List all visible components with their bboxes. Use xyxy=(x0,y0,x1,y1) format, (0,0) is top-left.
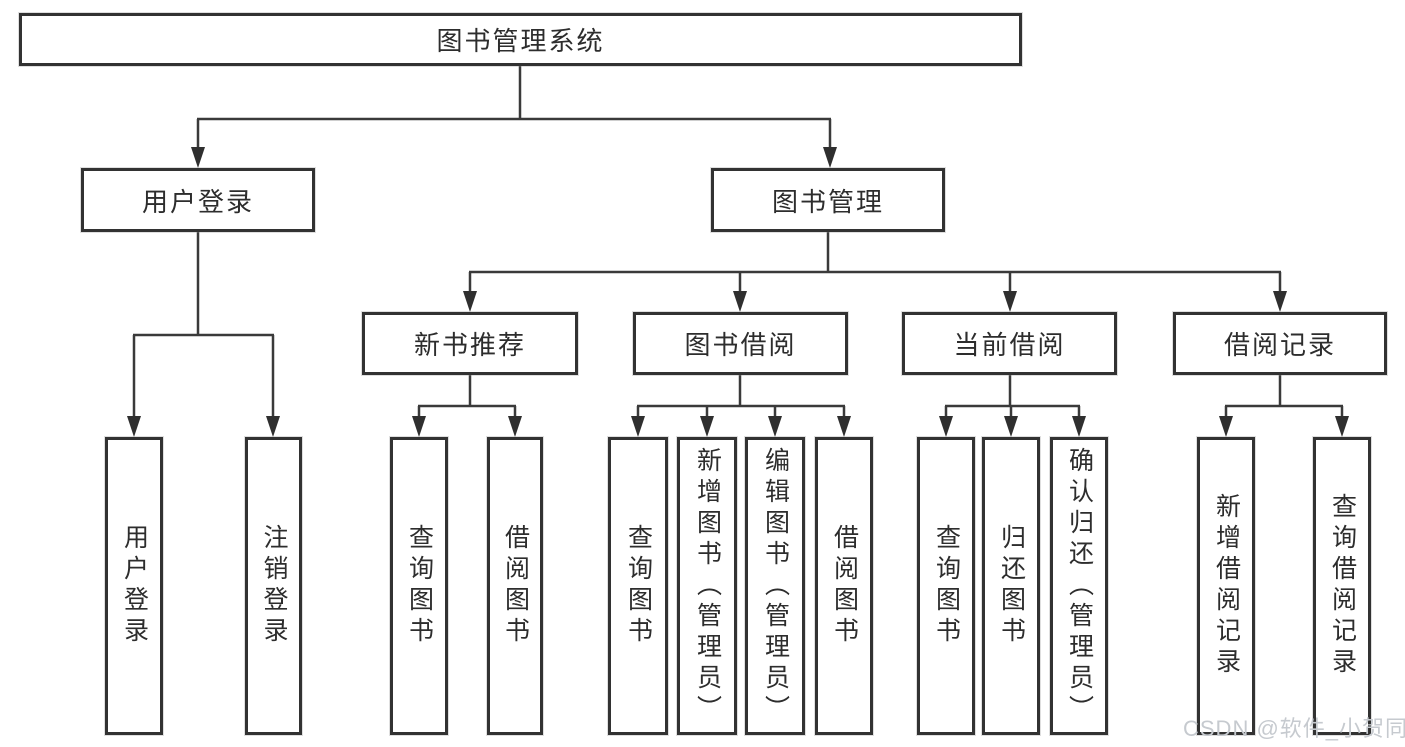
node-current-borrow-label: 当前借阅 xyxy=(953,330,1066,360)
node-book-borrow-label: 图书借阅 xyxy=(684,330,797,360)
leaf-edit-book-admin-label: 编辑图书（管理员） xyxy=(761,446,790,726)
leaf-add-book-admin-label: 新增图书（管理员） xyxy=(693,446,722,726)
node-book-management: 图书管理 xyxy=(711,168,945,232)
leaf-return-book-label: 归还图书 xyxy=(997,524,1026,648)
leaf-logout-label: 注销登录 xyxy=(260,524,288,648)
leaf-borrow-books-label: 借阅图书 xyxy=(830,524,859,648)
leaf-logout: 注销登录 xyxy=(245,437,302,735)
leaf-confirm-return-admin-label: 确认归还（管理员） xyxy=(1065,446,1094,726)
leaf-borrow-books-recommend: 借阅图书 xyxy=(487,437,543,735)
leaf-edit-book-admin: 编辑图书（管理员） xyxy=(745,437,805,735)
node-root-label: 图书管理系统 xyxy=(436,26,605,56)
leaf-query-borrow-record-label: 查询借阅记录 xyxy=(1328,493,1357,679)
leaf-confirm-return-admin: 确认归还（管理员） xyxy=(1050,437,1108,735)
connector-newbook-children xyxy=(412,375,522,437)
node-book-borrow: 图书借阅 xyxy=(633,312,848,375)
connector-current-children xyxy=(939,375,1086,437)
node-new-book-recommend-label: 新书推荐 xyxy=(413,330,526,360)
leaf-add-borrow-record: 新增借阅记录 xyxy=(1197,437,1255,735)
leaf-query-books-current: 查询图书 xyxy=(917,437,975,735)
node-user-login: 用户登录 xyxy=(81,168,315,232)
leaf-return-book: 归还图书 xyxy=(982,437,1040,735)
leaf-user-login: 用户登录 xyxy=(105,437,163,735)
leaf-add-book-admin: 新增图书（管理员） xyxy=(677,437,737,735)
leaf-borrow-books-recommend-label: 借阅图书 xyxy=(501,524,530,648)
leaf-query-books-recommend-label: 查询图书 xyxy=(405,524,434,648)
connector-root-to-level2 xyxy=(191,66,837,168)
csdn-watermark: CSDN @软件_小贺同学 xyxy=(1183,716,1405,741)
node-current-borrow: 当前借阅 xyxy=(902,312,1117,375)
leaf-query-books-borrow-label: 查询图书 xyxy=(624,524,653,648)
leaf-query-books-borrow: 查询图书 xyxy=(608,437,668,735)
node-borrow-records: 借阅记录 xyxy=(1173,312,1387,375)
leaf-query-borrow-record: 查询借阅记录 xyxy=(1313,437,1371,735)
node-borrow-records-label: 借阅记录 xyxy=(1223,330,1336,360)
leaf-query-books-recommend: 查询图书 xyxy=(390,437,448,735)
connector-records-children xyxy=(1219,375,1349,437)
connector-bookmgmt-children xyxy=(463,232,1287,312)
leaf-add-borrow-record-label: 新增借阅记录 xyxy=(1212,493,1241,679)
leaf-borrow-books: 借阅图书 xyxy=(815,437,873,735)
node-root: 图书管理系统 xyxy=(19,13,1022,66)
leaf-user-login-label: 用户登录 xyxy=(120,524,149,648)
node-new-book-recommend: 新书推荐 xyxy=(362,312,578,375)
leaf-query-books-current-label: 查询图书 xyxy=(932,524,961,648)
node-user-login-label: 用户登录 xyxy=(141,186,254,217)
node-book-management-label: 图书管理 xyxy=(771,186,884,217)
connector-borrow-children xyxy=(631,375,851,437)
connector-login-children xyxy=(127,232,280,437)
